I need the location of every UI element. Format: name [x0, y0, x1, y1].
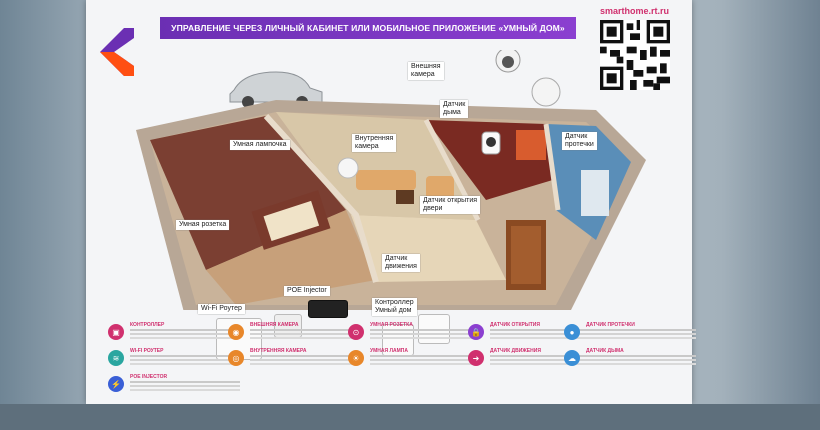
label-outdoor-camera: Внешняя камера: [408, 62, 444, 80]
legend-item: 🔒 ДАТЧИК ОТКРЫТИЯ: [468, 322, 608, 348]
lamp-icon: ☀: [348, 350, 364, 366]
legend-item: ➜ ДАТЧИК ДВИЖЕНИЯ: [468, 348, 608, 374]
smart-home-poster: УПРАВЛЕНИЕ ЧЕРЕЗ ЛИЧНЫЙ КАБИНЕТ ИЛИ МОБИ…: [86, 0, 696, 404]
legend-item-title: ВНУТРЕННЯЯ КАМЕРА: [250, 348, 307, 354]
legend-item: ▣ КОНТРОЛЛЕР: [108, 322, 248, 348]
legend-item-title: WI-FI РОУТЕР: [130, 348, 164, 354]
title-banner: УПРАВЛЕНИЕ ЧЕРЕЗ ЛИЧНЫЙ КАБИНЕТ ИЛИ МОБИ…: [160, 17, 576, 39]
camera-icon: ◉: [228, 324, 244, 340]
socket-icon: ⊙: [348, 324, 364, 340]
legend-item-title: ДАТЧИК ПРОТЕЧКИ: [586, 322, 635, 328]
legend-item: ⚡ POE INJECTOR: [108, 374, 248, 400]
drop-icon: ●: [564, 324, 580, 340]
label-motion-sensor: Датчик движения: [382, 254, 420, 272]
controller-icon: ▣: [108, 324, 124, 340]
label-leak-sensor: Датчик протечки: [562, 132, 597, 150]
legend-item-description: [586, 329, 696, 331]
floor-strip: [0, 404, 820, 430]
wall-outlet: [274, 314, 302, 338]
poe-injector-device: [308, 300, 348, 318]
legend-item: ⊙ УМНАЯ РОЗЕТКА: [348, 322, 488, 348]
rostelecom-logo: [100, 28, 134, 76]
bolt-icon: ⚡: [108, 376, 124, 392]
site-url: smarthome.rt.ru: [600, 6, 670, 16]
motion-icon: ➜: [468, 350, 484, 366]
legend-item-title: КОНТРОЛЛЕР: [130, 322, 165, 328]
label-door-sensor: Датчик открытия двери: [420, 196, 481, 214]
legend-item-description: [250, 355, 360, 357]
legend-item-description: [130, 381, 240, 383]
label-controller: Контроллер Умный дом: [372, 298, 417, 316]
legend-item: ◎ ВНУТРЕННЯЯ КАМЕРА: [228, 348, 368, 374]
lock-icon: 🔒: [468, 324, 484, 340]
legend-item-description: [370, 329, 480, 331]
apartment-cutaway-illustration: [136, 50, 646, 310]
label-poe-injector: POE Injector: [284, 286, 330, 296]
label-indoor-camera: Внутренняя камера: [352, 134, 397, 152]
label-wifi-router: Wi-Fi Роутер: [198, 304, 245, 314]
legend-item: ☁ ДАТЧИК ДЫМА: [564, 348, 704, 374]
legend-item-title: ДАТЧИК ОТКРЫТИЯ: [490, 322, 540, 328]
label-smoke-sensor: Датчик дыма: [440, 100, 469, 118]
legend-item-title: ДАТЧИК ДВИЖЕНИЯ: [490, 348, 541, 354]
legend-item-title: УМНАЯ ЛАМПА: [370, 348, 408, 354]
legend-item-title: ВНЕШНЯЯ КАМЕРА: [250, 322, 299, 328]
device-legend: ▣ КОНТРОЛЛЕР ◉ ВНЕШНЯЯ КАМЕРА ⊙ УМНАЯ РОЗЕТКА…: [108, 322, 696, 404]
legend-item: ● ДАТЧИК ПРОТЕЧКИ: [564, 322, 704, 348]
legend-item-title: POE INJECTOR: [130, 374, 168, 380]
legend-item: ≋ WI-FI РОУТЕР: [108, 348, 248, 374]
legend-item-description: [370, 355, 480, 357]
router-icon: ≋: [108, 350, 124, 366]
label-smart-lamp: Умная лампочка: [230, 140, 290, 150]
legend-item: ◉ ВНЕШНЯЯ КАМЕРА: [228, 322, 368, 348]
legend-item: ☀ УМНАЯ ЛАМПА: [348, 348, 488, 374]
banner-text: УПРАВЛЕНИЕ ЧЕРЕЗ ЛИЧНЫЙ КАБИНЕТ ИЛИ МОБИ…: [171, 23, 565, 33]
legend-item-description: [250, 329, 360, 331]
qr-code: [600, 20, 670, 90]
legend-item-title: ДАТЧИК ДЫМА: [586, 348, 624, 354]
label-smart-socket: Умная розетка: [176, 220, 230, 230]
legend-item-description: [130, 329, 240, 331]
legend-item-description: [490, 355, 600, 357]
legend-item-description: [490, 329, 600, 331]
legend-item-description: [586, 355, 696, 357]
smoke-icon: ☁: [564, 350, 580, 366]
legend-item-title: УМНАЯ РОЗЕТКА: [370, 322, 413, 328]
legend-item-description: [130, 355, 240, 357]
indoor-camera-icon: ◎: [228, 350, 244, 366]
